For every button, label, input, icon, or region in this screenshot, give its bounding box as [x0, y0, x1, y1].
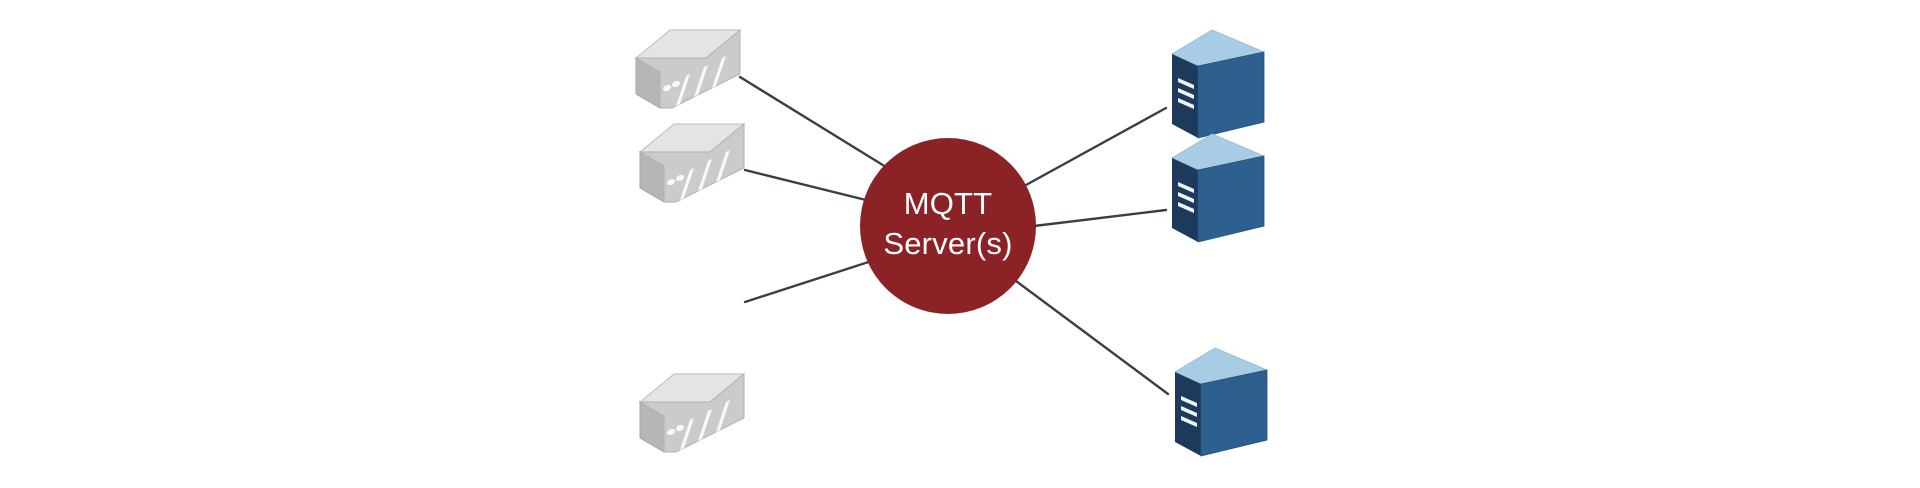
connection-lines-group — [738, 75, 1170, 396]
mqtt-hub-label-line2: Server(s) — [883, 226, 1012, 261]
blue-server-1[interactable] — [1171, 29, 1265, 139]
gray-server-1[interactable] — [635, 29, 741, 109]
link-gray-server-1-to-mqtt-hub[interactable] — [738, 75, 888, 169]
gray-server-2[interactable] — [639, 123, 745, 203]
mqtt-server-node[interactable]: MQTT Server(s) — [860, 138, 1036, 314]
link-mqtt-hub-to-blue-server-3[interactable] — [1010, 276, 1170, 396]
blue-server-2[interactable] — [1171, 133, 1265, 243]
mqtt-hub-circle[interactable] — [860, 138, 1036, 314]
backend-servers-group — [1171, 29, 1268, 457]
link-mqtt-hub-to-blue-server-2[interactable] — [1032, 208, 1168, 228]
client-devices-group — [635, 29, 745, 453]
link-gray-server-2-to-mqtt-hub[interactable] — [743, 168, 876, 204]
mqtt-hub-label-line1: MQTT — [904, 186, 993, 221]
blue-server-3[interactable] — [1174, 347, 1268, 457]
link-mqtt-hub-to-blue-server-1[interactable] — [1024, 106, 1168, 187]
link-gray-server-3-to-mqtt-hub[interactable] — [743, 255, 886, 304]
gray-server-3[interactable] — [639, 373, 745, 453]
